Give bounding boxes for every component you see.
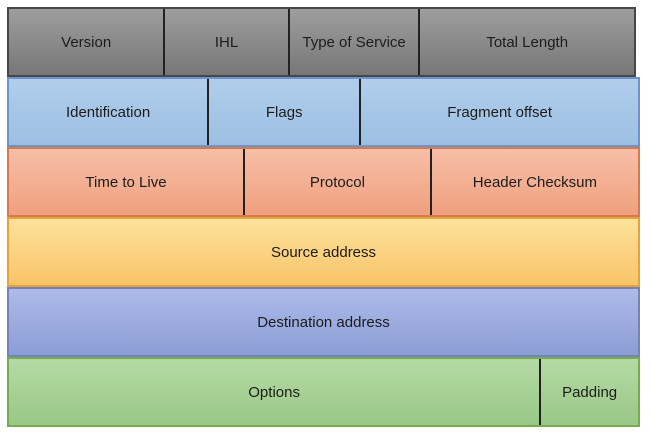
cell-fragment-offset: Fragment offset [359, 79, 638, 145]
cell-ihl: IHL [163, 9, 287, 75]
ipv4-header-diagram: Version IHL Type of Service Total Length… [7, 7, 640, 427]
cell-options: Options [248, 383, 300, 401]
row-word-2: Identification Flags Fragment offset [7, 77, 640, 147]
cell-header-checksum: Header Checksum [429, 149, 638, 215]
row-word-5: Destination address [7, 287, 640, 357]
cell-type-of-service: Type of Service [287, 9, 419, 75]
cell-destination-address: Destination address [257, 313, 390, 331]
cell-protocol: Protocol [242, 149, 430, 215]
row-word-1: Version IHL Type of Service Total Length [7, 7, 636, 77]
cell-total-length: Total Length [418, 9, 634, 75]
cell-source-address: Source address [270, 243, 377, 261]
row-word-3: Time to Live Protocol Header Checksum [7, 147, 640, 217]
cell-flags: Flags [207, 79, 359, 145]
row-word-6: Options Padding [7, 357, 640, 427]
cell-version: Version [61, 33, 112, 51]
cell-padding: Padding [539, 359, 638, 425]
row-word-4: Source address [7, 217, 640, 287]
cell-identification: Identification [65, 103, 151, 121]
cell-time-to-live: Time to Live [85, 173, 167, 191]
